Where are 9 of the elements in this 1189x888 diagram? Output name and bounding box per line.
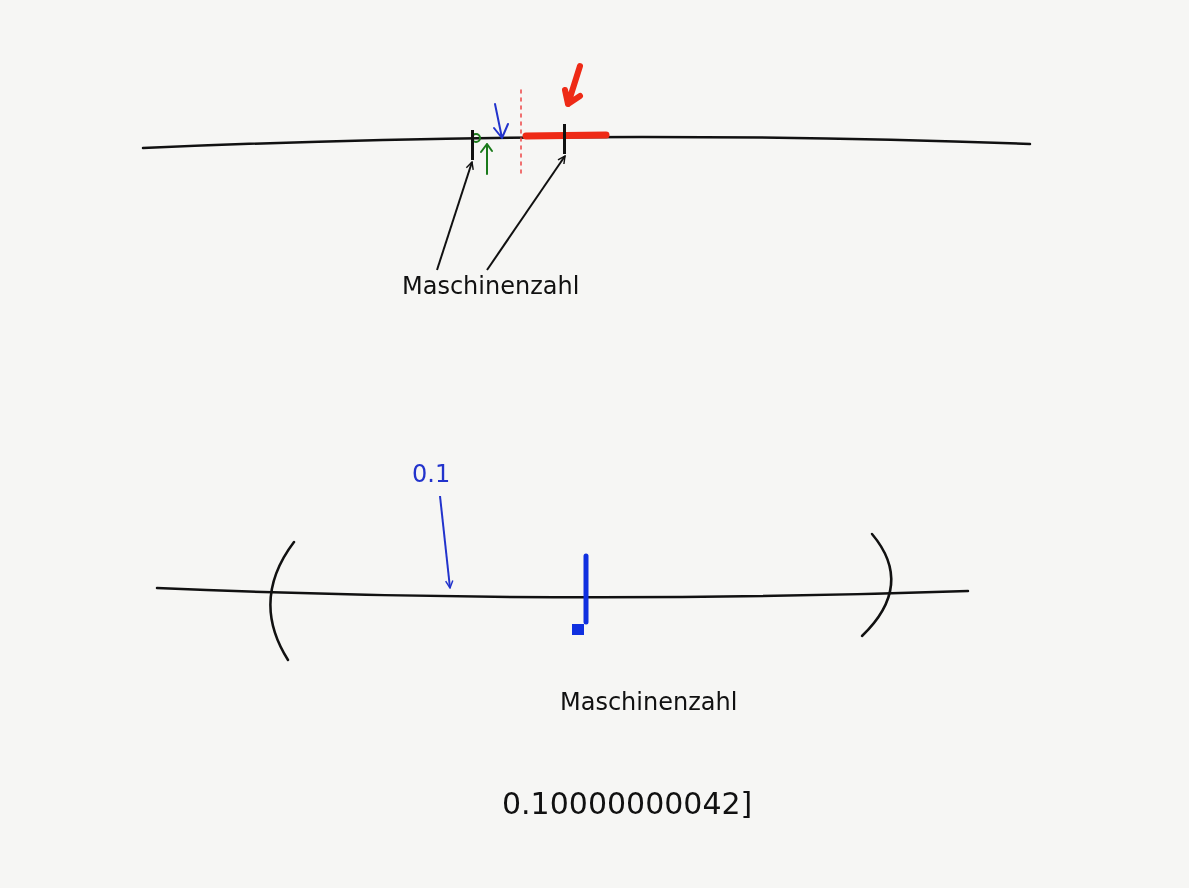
arrow bbox=[439, 495, 454, 589]
tick-mark bbox=[563, 124, 568, 154]
number-text: 0.10000000042] bbox=[502, 786, 753, 821]
tick-mark bbox=[471, 130, 476, 160]
value-label: 0.1 bbox=[412, 460, 451, 488]
axis-label: Maschinenzahl bbox=[560, 688, 738, 716]
node-text: Maschinenzahl bbox=[402, 272, 580, 300]
arrow bbox=[436, 161, 474, 271]
arrow bbox=[486, 155, 566, 271]
